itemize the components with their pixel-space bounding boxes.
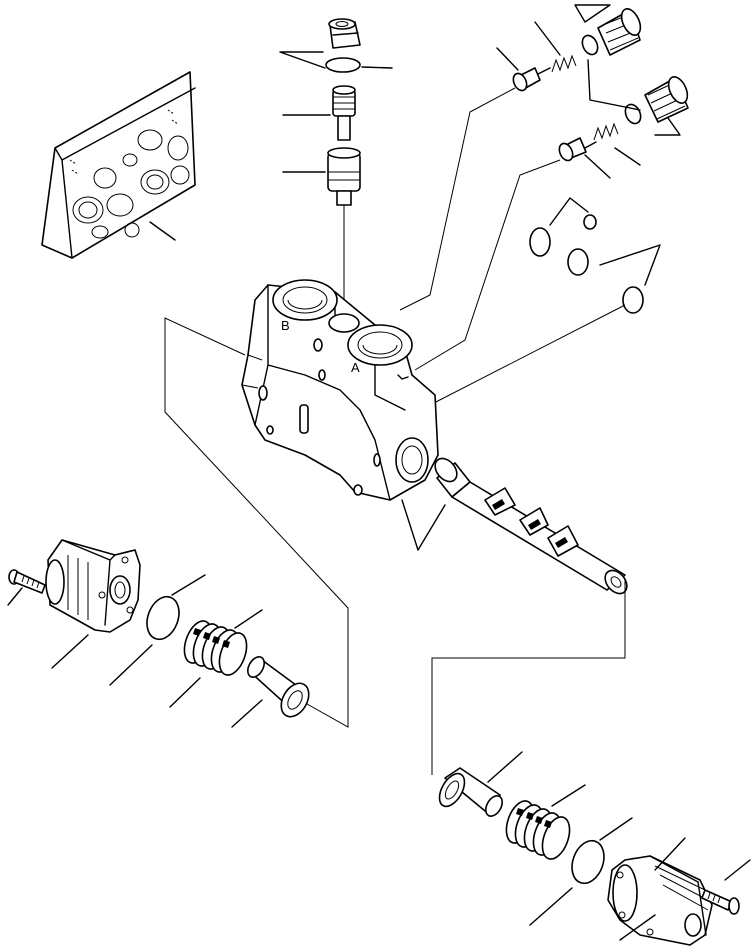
valve-body: B A <box>241 279 439 501</box>
spring-seat-left <box>231 656 310 728</box>
check-valve-seat <box>282 147 361 206</box>
relief-spring-lower <box>593 122 641 166</box>
leader-o-ring-to-body <box>429 304 626 406</box>
leader-spool-to-right-end <box>431 580 626 775</box>
port-b-label: B <box>281 318 290 333</box>
port-a-label: A <box>351 360 360 375</box>
relief-poppet-upper <box>496 47 551 92</box>
o-ring-right-c <box>567 248 589 276</box>
o-ring-right-d <box>622 286 644 314</box>
leader-spool <box>401 499 446 551</box>
seal-kit-package <box>41 71 196 259</box>
spring-right <box>505 784 586 860</box>
o-ring-right-end <box>529 817 633 926</box>
leader-o-rings-ab <box>549 197 589 226</box>
spool <box>434 457 628 595</box>
spring-left <box>169 609 263 708</box>
o-ring-right-a <box>529 227 551 257</box>
relief-o-ring-lower <box>624 103 642 125</box>
relief-poppet-lower <box>558 137 611 179</box>
o-ring-left <box>109 574 206 686</box>
end-cap-left <box>45 539 141 669</box>
bolt-right <box>701 859 751 915</box>
leader-poppet-lower-to-body <box>414 159 561 371</box>
check-poppet <box>282 85 356 141</box>
relief-plug-lower <box>644 76 689 123</box>
spring-seat-right <box>438 751 523 817</box>
relief-o-ring-upper <box>581 34 599 56</box>
relief-spring-upper <box>534 21 577 73</box>
leader-top-plug <box>279 51 326 69</box>
leader-body-to-left-end <box>164 317 349 728</box>
top-plug <box>328 18 361 49</box>
leader-poppet-upper-to-body <box>399 87 516 311</box>
top-o-ring <box>325 57 393 73</box>
leader-relief-upper <box>574 4 611 23</box>
leader-relief-mid <box>587 59 641 111</box>
leader-relief-lower <box>654 117 681 136</box>
o-ring-right-b <box>583 214 597 230</box>
end-cap-right <box>607 837 713 946</box>
leader-o-rings-cd <box>599 244 661 286</box>
bolt-left <box>7 569 46 606</box>
relief-plug-upper <box>597 8 642 56</box>
